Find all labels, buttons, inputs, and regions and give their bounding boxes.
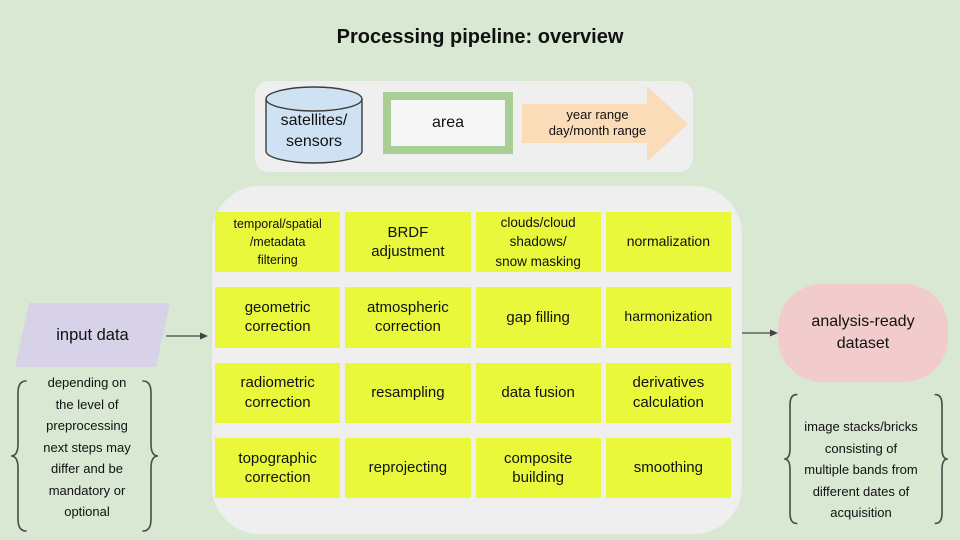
satellites-sensors-label: satellites/ sensors	[280, 112, 348, 150]
area-label: area	[431, 114, 465, 131]
pipeline-step: gap filling	[475, 287, 601, 348]
input-data-parallelogram-icon	[15, 303, 170, 367]
pipeline-step: clouds/cloud shadows/ snow masking	[475, 212, 601, 273]
pipeline-step: topographic correction	[215, 437, 341, 498]
pipeline-step: temporal/spatial /metadata filtering	[215, 212, 341, 273]
left-brace-icon	[780, 392, 800, 526]
database-cylinder-icon	[265, 86, 363, 164]
area-box: area	[383, 92, 513, 154]
output-dataset-node: analysis-ready dataset	[778, 284, 948, 382]
pipeline-step: harmonization	[605, 287, 731, 348]
pipeline-step: smoothing	[605, 437, 731, 498]
output-note-text: image stacks/bricks consisting of multip…	[804, 419, 918, 520]
pipeline-step: BRDF adjustment	[345, 212, 471, 273]
pipeline-step: geometric correction	[215, 287, 341, 348]
pipeline-step: data fusion	[475, 362, 601, 423]
pipeline-step: radiometric correction	[215, 362, 341, 423]
right-brace-icon	[139, 378, 163, 534]
input-note-text: depending on the level of preprocessing …	[43, 375, 131, 519]
date-range-label: year range day/month range	[548, 107, 647, 138]
flow-arrow-output-icon	[742, 329, 778, 337]
pipeline-step: normalization	[605, 212, 731, 273]
pipeline-step-grid: temporal/spatial /metadata filtering BRD…	[215, 212, 731, 498]
pipeline-step: composite building	[475, 437, 601, 498]
pipeline-step: reprojecting	[345, 437, 471, 498]
pipeline-step: resampling	[345, 362, 471, 423]
page-title: Processing pipeline: overview	[336, 26, 624, 48]
left-brace-icon	[6, 378, 30, 534]
input-data-label: input data	[56, 325, 129, 344]
date-range-arrow-icon	[522, 86, 688, 162]
output-dataset-label: analysis-ready dataset	[811, 313, 915, 352]
flow-arrow-input-icon	[166, 332, 208, 340]
right-brace-icon	[932, 392, 952, 526]
pipeline-step: derivatives calculation	[605, 362, 731, 423]
pipeline-step: atmospheric correction	[345, 287, 471, 348]
